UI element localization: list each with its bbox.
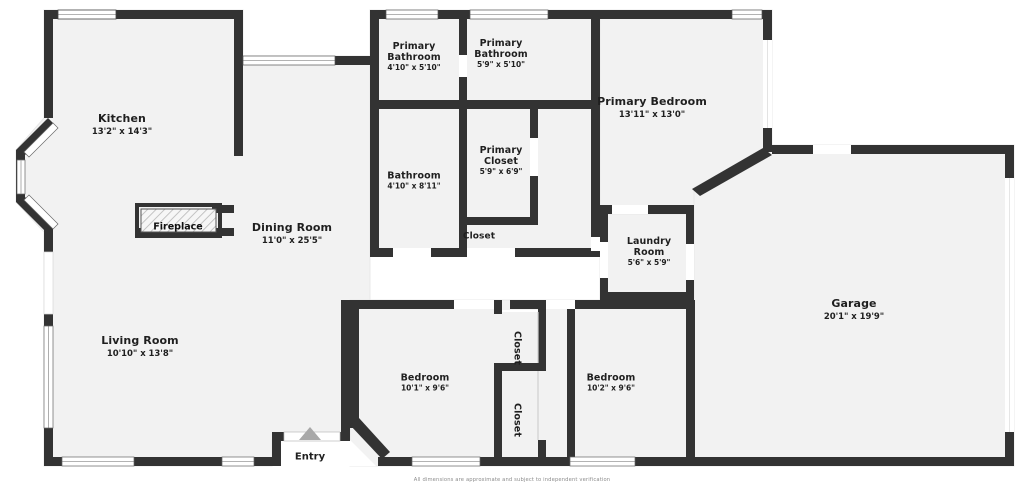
wall-closet-upper-east	[538, 308, 546, 370]
opening-laundry-west-door	[600, 242, 608, 278]
wall-primary-bedroom-north	[600, 10, 772, 19]
opening-closet-upper	[502, 310, 538, 312]
wall-bath-horizontal	[370, 100, 467, 109]
wall-garage-east-bottom	[1005, 432, 1014, 466]
windows-and-openings	[16, 9, 1014, 467]
wall-garage-west	[686, 300, 695, 466]
floor-bedroom-left-corner-cut	[350, 440, 376, 466]
entry-notch	[272, 440, 350, 466]
opening-garage-north	[813, 145, 851, 154]
wall-closet-lower-west	[494, 363, 502, 461]
floor-garage	[693, 144, 1015, 467]
wall-closet-divider	[494, 363, 546, 371]
opening-bedroom-right-door	[546, 300, 575, 309]
wall-garage-south	[694, 457, 1014, 466]
wall-fireplace-top-right	[212, 205, 234, 213]
wall-kitchen-bay-lower-diag	[16, 195, 55, 234]
opening-primary-bedroom-south	[612, 205, 648, 214]
wall-primarybath-bottom	[467, 100, 600, 109]
wall-closet-south	[459, 248, 600, 257]
wall-bedrooms-north-mid	[510, 300, 546, 309]
wall-kitchen-west-upper	[44, 10, 53, 118]
wall-closet-top	[459, 217, 538, 225]
wall-laundry-east	[686, 214, 694, 244]
wall-laundry-south	[600, 292, 694, 300]
window-kitchen-bay	[16, 122, 59, 230]
wall-bedroom-right-west	[567, 308, 575, 463]
fireplace-hatch	[140, 208, 217, 233]
wall-entry-west	[272, 432, 281, 466]
wall-bedroom-left-diagonal	[350, 418, 390, 459]
wall-primary-bedroom-east-bottom	[763, 128, 772, 152]
wall-bedroom-left-west	[350, 300, 359, 428]
opening-bathroom-south-door	[393, 248, 431, 257]
wall-garage-north	[772, 145, 1014, 154]
wall-garage-east-top	[1005, 145, 1014, 178]
wall-kitchen-bay-upper-diag	[16, 118, 55, 157]
wall-laundry-east-lower	[686, 280, 694, 300]
wall-kitchen-north	[44, 10, 243, 19]
wall-primary-bedroom-east-top	[763, 10, 772, 40]
entry-arrow-icon	[299, 427, 321, 440]
floor-south-bedrooms	[349, 299, 695, 467]
wall-closet-upper-west	[494, 300, 502, 314]
fireplace-label: Fireplace	[153, 221, 203, 233]
wall-bedrooms-north-right	[575, 300, 690, 309]
window-living-west-upper	[44, 252, 53, 314]
floor-laundry	[599, 213, 695, 301]
wall-closet-lower-east	[538, 440, 546, 461]
wall-bathroom-east	[459, 109, 467, 256]
wall-dining-lower-east	[341, 300, 350, 440]
wall-kitchen-east	[234, 10, 243, 156]
wall-primary-bedroom-diagonal	[692, 148, 772, 196]
opening-laundry-east-door	[686, 244, 694, 280]
opening-primary-closet-door	[530, 138, 538, 176]
wall-living-south	[44, 457, 272, 466]
wall-dining-east-upper	[370, 10, 379, 256]
opening-primary-bath-door	[459, 55, 467, 77]
opening-midblock-to-bedroom	[591, 237, 600, 251]
wall-midblock-east	[591, 19, 600, 257]
disclaimer-text: All dimensions are approximate and subje…	[413, 477, 611, 483]
wall-bedrooms-north-left	[350, 300, 494, 309]
opening-bedroom-left-door	[454, 300, 494, 309]
wall-laundry-west-lower	[600, 278, 608, 300]
wall-laundry-west	[600, 214, 608, 242]
opening-hall-closet	[467, 248, 515, 257]
entry-label: Entry	[294, 451, 326, 463]
